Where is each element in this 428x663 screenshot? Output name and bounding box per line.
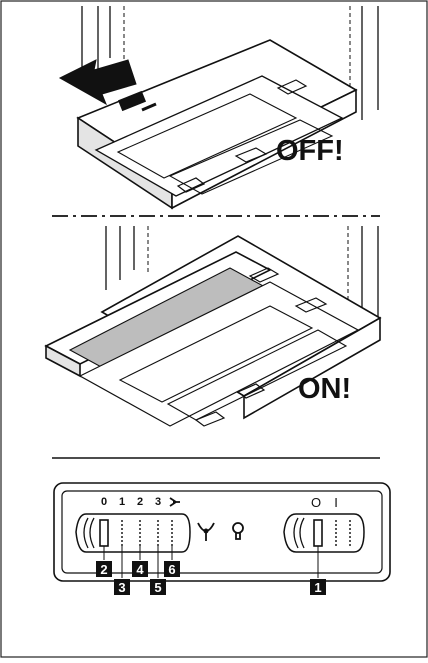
speed-marker-2: 2 (137, 496, 143, 508)
svg-text:6: 6 (168, 562, 175, 577)
light-slider-knob[interactable] (313, 519, 323, 547)
filter-panel-3 (118, 305, 314, 403)
control-panel: 0 1 2 3 O I (53, 482, 391, 595)
callout-5: 5 (150, 579, 166, 595)
filter-slot-d (248, 267, 280, 283)
front-switch-slot (141, 102, 157, 112)
filter-panel-4 (166, 329, 348, 421)
callout-6: 6 (164, 561, 180, 577)
svg-text:4: 4 (136, 562, 144, 577)
hood-underside (94, 75, 344, 197)
speed-marker-0: 0 (101, 496, 107, 508)
visor-underside (78, 281, 360, 427)
svg-text:5: 5 (154, 580, 161, 595)
speed-marker-1: 1 (119, 496, 125, 508)
svg-text:3: 3 (118, 580, 125, 595)
speed-marker-3: 3 (155, 496, 161, 508)
light-icon (232, 522, 244, 540)
filter-slot-f (194, 411, 226, 427)
boost-symbol-icon (169, 497, 180, 507)
callout-4: 4 (132, 561, 148, 577)
fan-slider-knob[interactable] (99, 519, 109, 547)
filter-slot-e (294, 297, 328, 313)
callout-leaders (103, 546, 319, 578)
light-switch-slider[interactable] (283, 513, 365, 553)
light-marker-off: O (311, 495, 321, 510)
callout-3: 3 (114, 579, 130, 595)
off-label: OFF! (276, 135, 344, 167)
filter-slot-g (236, 383, 266, 399)
svg-text:1: 1 (314, 580, 321, 595)
push-arrow (58, 59, 137, 106)
light-marker-on: I (334, 495, 338, 510)
wall-cabinet-dashed (123, 6, 351, 115)
front-switch (117, 90, 147, 112)
on-label: ON! (298, 373, 351, 405)
fan-icon (197, 522, 215, 541)
filter-panel-2 (168, 119, 334, 195)
filter-slot-c (176, 177, 206, 193)
control-panel-inner (61, 490, 383, 574)
wall-cabinet-left-2 (105, 226, 135, 290)
wall-cabinet-right (361, 6, 379, 120)
control-panel-outer (53, 482, 391, 582)
hood-side-2 (243, 316, 381, 420)
filter-slot-b (234, 147, 268, 163)
panel-hood-closed (76, 6, 379, 210)
filter-slot-a (276, 79, 308, 95)
callout-1: 1 (310, 579, 326, 595)
panel-hood-extended (44, 226, 382, 427)
fan-speed-slider[interactable] (75, 513, 191, 553)
svg-text:2: 2 (100, 562, 107, 577)
callout-2: 2 (96, 561, 112, 577)
filter-panel-1 (116, 93, 298, 179)
